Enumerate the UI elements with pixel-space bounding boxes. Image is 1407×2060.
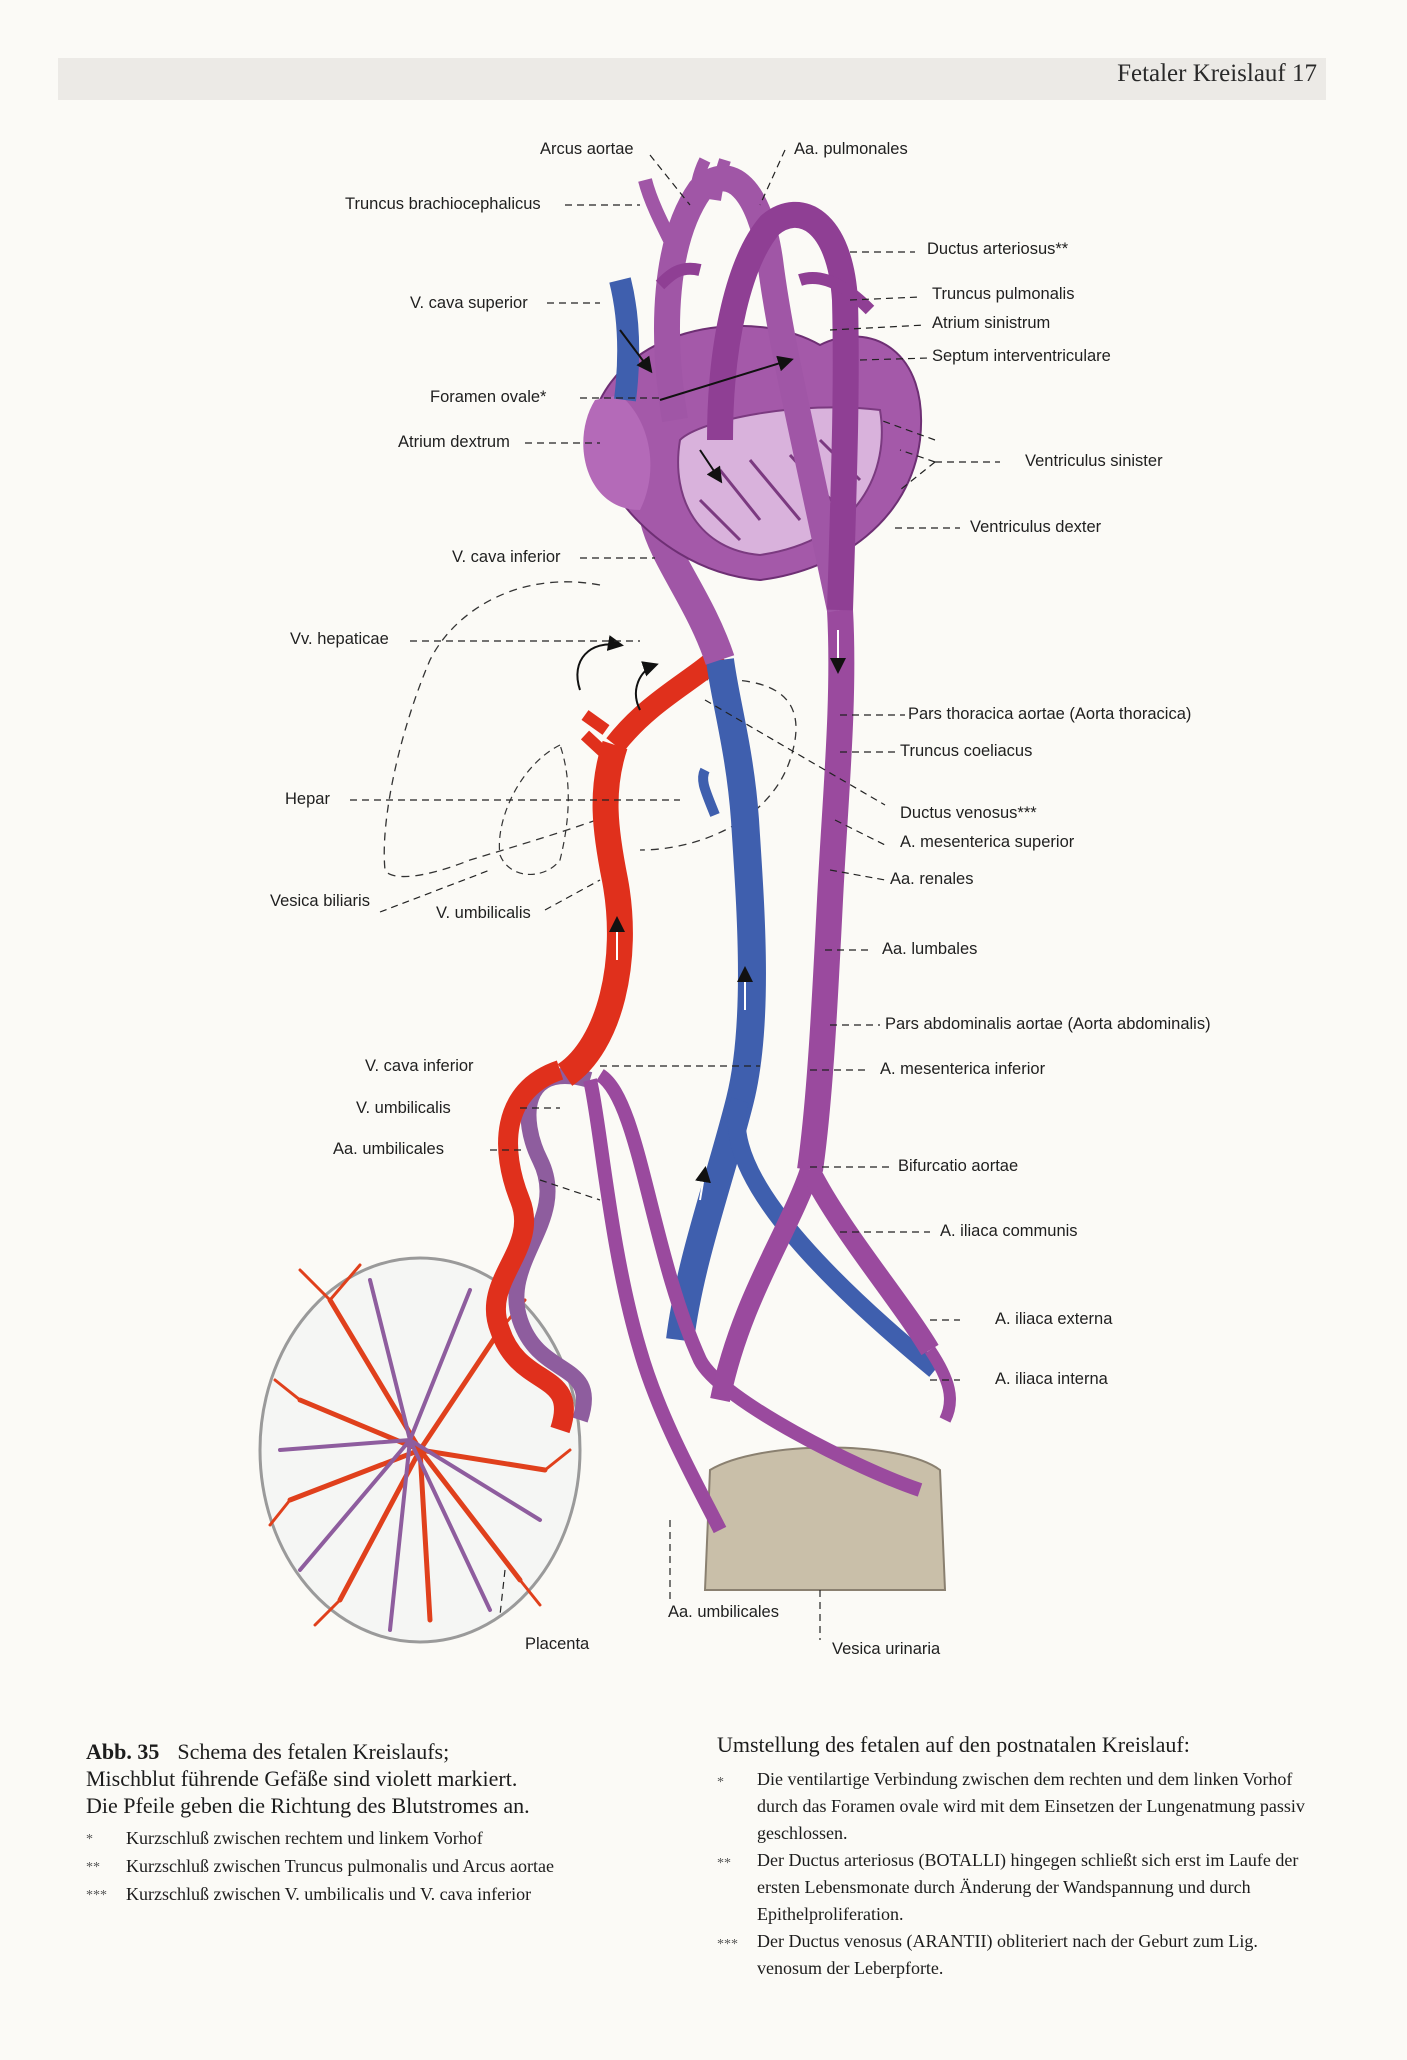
label-aa-umbilicales-bottom: Aa. umbilicales xyxy=(668,1603,779,1621)
label-atrium-dextrum: Atrium dextrum xyxy=(398,433,510,451)
label-v-cava-superior: V. cava superior xyxy=(410,294,528,312)
label-a-iliaca-interna: A. iliaca interna xyxy=(995,1370,1108,1388)
label-aa-pulmonales: Aa. pulmonales xyxy=(794,140,908,158)
label-v-umbilicalis-lower: V. umbilicalis xyxy=(356,1099,451,1117)
caption-line-2: Mischblut führende Gefäße sind violett m… xyxy=(86,1766,518,1791)
note-item: **Der Ductus arteriosus (BOTALLI) hingeg… xyxy=(717,1850,1299,1924)
label-a-mesenterica-superior: A. mesenterica superior xyxy=(900,833,1075,851)
label-septum-interventriculare: Septum interventriculare xyxy=(932,347,1111,365)
label-foramen-ovale: Foramen ovale* xyxy=(430,388,547,406)
footnote: *Kurzschluß zwischen rechtem und linkem … xyxy=(86,1828,483,1848)
liver-outline-right xyxy=(639,678,797,851)
direction-arrows xyxy=(609,630,846,1201)
flow-arrows xyxy=(576,329,794,711)
label-bifurcatio-aortae: Bifurcatio aortae xyxy=(898,1157,1019,1175)
header-bar xyxy=(58,58,1326,100)
label-a-iliaca-communis: A. iliaca communis xyxy=(940,1222,1078,1240)
label-pars-abdominalis: Pars abdominalis aortae (Aorta abdominal… xyxy=(885,1015,1211,1033)
label-truncus-pulmonalis: Truncus pulmonalis xyxy=(932,285,1075,303)
truncus-pulmonalis xyxy=(707,202,859,611)
notes-heading: Umstellung des fetalen auf den postnatal… xyxy=(717,1732,1190,1757)
label-aa-umbilicales-left: Aa. umbilicales xyxy=(333,1140,444,1158)
atrium-dextrum xyxy=(583,395,651,510)
pulmonary-artery-left xyxy=(798,272,875,315)
label-atrium-sinistrum: Atrium sinistrum xyxy=(932,314,1051,332)
label-placenta: Placenta xyxy=(525,1635,590,1653)
label-ventriculus-dexter: Ventriculus dexter xyxy=(970,518,1102,536)
label-v-umbilicalis-upper: V. umbilicalis xyxy=(436,904,531,922)
footnote: **Kurzschluß zwischen Truncus pulmonalis… xyxy=(86,1856,554,1876)
label-v-cava-inferior-low: V. cava inferior xyxy=(365,1057,474,1075)
aorta-descendens xyxy=(797,609,855,1172)
label-a-iliaca-externa: A. iliaca externa xyxy=(995,1310,1113,1328)
fetal-circulation-diagram xyxy=(258,149,1000,1644)
label-truncus-brachiocephalicus: Truncus brachiocephalicus xyxy=(345,195,541,213)
truncus-brachiocephalicus xyxy=(638,178,682,254)
pulmonary-artery-right xyxy=(655,262,702,290)
a-iliaca-right xyxy=(801,1165,939,1356)
umbilical-artery-left xyxy=(583,1078,727,1534)
note-item: ***Der Ductus venosus (ARANTII) obliteri… xyxy=(717,1931,1258,1978)
footnote: ***Kurzschluß zwischen V. umbilicalis un… xyxy=(86,1884,532,1904)
label-truncus-coeliacus: Truncus coeliacus xyxy=(900,742,1033,760)
label-ductus-venosus: Ductus venosus*** xyxy=(900,804,1037,822)
a-iliaca-left xyxy=(710,1166,820,1402)
label-arcus-aortae: Arcus aortae xyxy=(540,140,634,158)
umbilical-vein xyxy=(557,740,633,1086)
label-a-mesenterica-inferior: A. mesenterica inferior xyxy=(880,1060,1046,1078)
label-vesica-urinaria: Vesica urinaria xyxy=(832,1640,941,1658)
label-aa-renales: Aa. renales xyxy=(890,870,974,888)
leader-lines xyxy=(350,149,1000,1640)
label-vv-hepaticae: Vv. hepaticae xyxy=(290,630,389,648)
figure-number: Abb. 35 xyxy=(86,1739,160,1764)
running-title: Fetaler Kreislauf 17 xyxy=(1117,60,1317,87)
umbilical-vein-cord xyxy=(485,1060,574,1434)
label-pars-thoracica: Pars thoracica aortae (Aorta thoracica) xyxy=(908,705,1192,723)
placenta-vessels xyxy=(268,1263,572,1632)
postnatal-notes: Umstellung des fetalen auf den postnatal… xyxy=(717,1732,1317,1982)
caption-line-3: Die Pfeile geben die Richtung des Blutst… xyxy=(86,1793,530,1818)
gallbladder-outline xyxy=(498,744,569,875)
liver-outline xyxy=(383,581,611,878)
v-cava-inferior xyxy=(666,658,766,1342)
ductus-venosus xyxy=(606,647,728,752)
label-v-cava-inferior-top: V. cava inferior xyxy=(452,548,561,566)
note-item: *Die ventilartige Verbindung zwischen de… xyxy=(717,1769,1305,1843)
arcus-aortae xyxy=(654,165,853,613)
label-vesica-biliaris: Vesica biliaris xyxy=(270,892,370,910)
umbilical-artery-right xyxy=(595,1069,923,1497)
label-ventriculus-sinister: Ventriculus sinister xyxy=(1025,452,1163,470)
label-aa-lumbales: Aa. lumbales xyxy=(882,940,978,958)
v-iliaca-right xyxy=(727,1097,941,1377)
bladder xyxy=(703,1446,947,1591)
label-hepar: Hepar xyxy=(285,790,330,808)
label-ductus-arteriosus: Ductus arteriosus** xyxy=(927,240,1069,258)
